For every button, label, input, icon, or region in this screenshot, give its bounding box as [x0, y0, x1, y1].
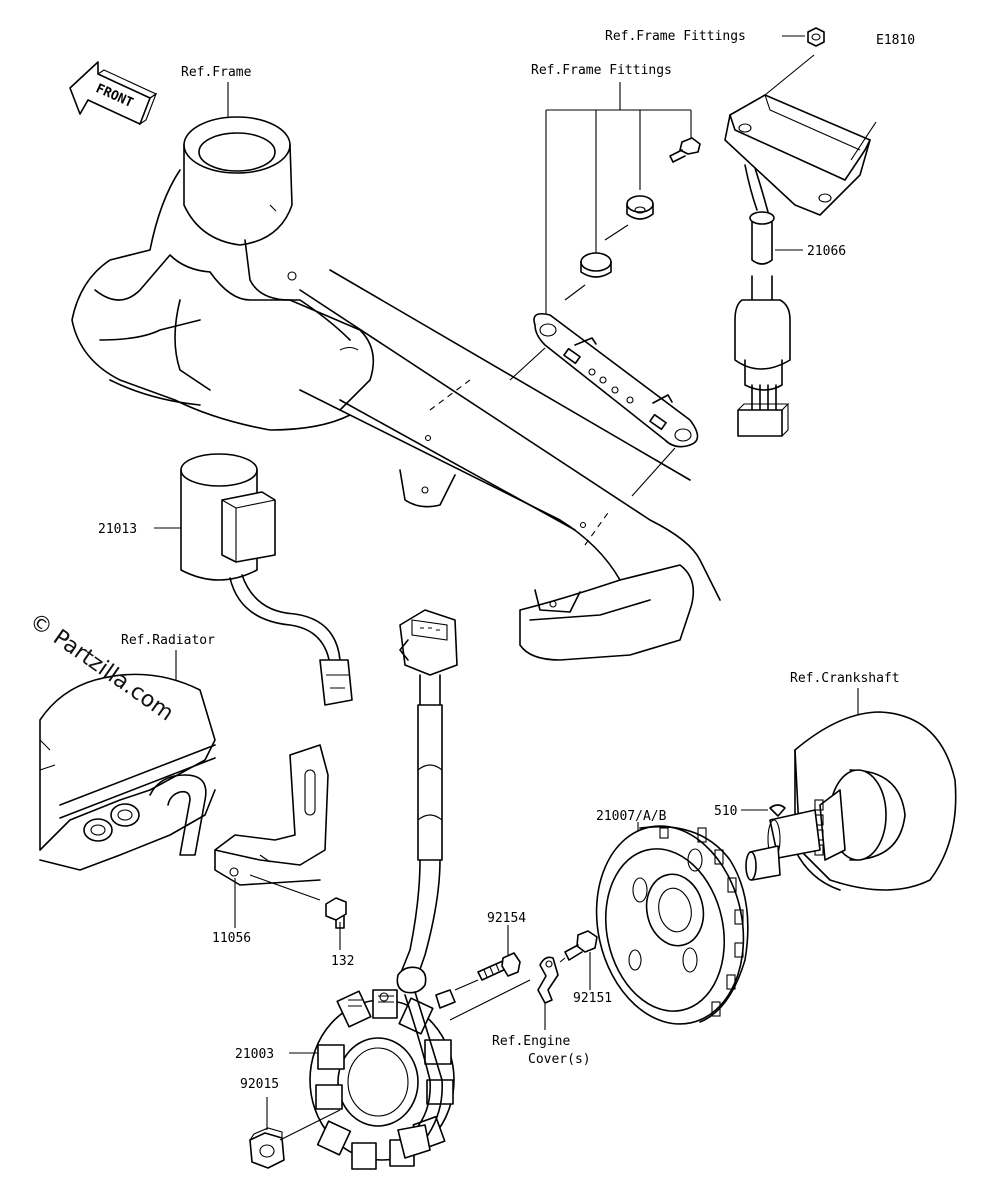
- clamp-icon: [537, 956, 559, 1004]
- mounting-bracket: [533, 312, 699, 448]
- part-21013-label: 21013: [98, 522, 137, 537]
- part-11056-label: 11056: [212, 931, 251, 946]
- sensor-21013: [180, 453, 353, 706]
- flywheel-21007: [595, 825, 749, 1025]
- diagram-id: E1810: [876, 33, 915, 48]
- collar-icon: [626, 195, 654, 220]
- part-21003-label: 21003: [235, 1047, 274, 1062]
- ref-frame-label: Ref.Frame: [181, 65, 252, 80]
- regulator-rectifier: [724, 54, 877, 437]
- part-92015-label: 92015: [240, 1077, 279, 1092]
- crankshaft-drawing: [745, 711, 957, 891]
- stator-harness: [399, 609, 458, 976]
- frame-drawing: [71, 116, 721, 661]
- woodruff-key-icon: [769, 804, 786, 817]
- nut-92015-icon: [249, 1127, 285, 1169]
- bolt-132-icon: [325, 897, 347, 929]
- ref-crankshaft-label: Ref.Crankshaft: [790, 671, 900, 686]
- watermark: © Partzilla.com: [25, 608, 178, 726]
- part-510-label: 510: [714, 804, 737, 819]
- part-92151-label: 92151: [573, 991, 612, 1006]
- part-21007-label: 21007/A/B: [596, 809, 667, 824]
- ref-frame-fittings-top-label: Ref.Frame Fittings: [605, 29, 746, 44]
- part-92154-label: 92154: [487, 911, 526, 926]
- radiator-drawing: [39, 673, 216, 871]
- part-132-label: 132: [331, 954, 354, 969]
- stator-21003: [309, 966, 456, 1170]
- bracket-11056: [214, 744, 329, 886]
- nut-icon: [807, 27, 825, 47]
- leader-dash: [584, 509, 611, 546]
- collar-icon: [580, 252, 612, 278]
- part-21066-label: 21066: [807, 244, 846, 259]
- bolt-icon: [669, 137, 701, 163]
- leader-dash: [429, 379, 471, 411]
- ref-radiator-label: Ref.Radiator: [121, 633, 215, 648]
- bolt-92154-icon: [477, 952, 521, 981]
- bolt-92151-icon: [564, 930, 598, 961]
- ref-engine-cover-line2: Cover(s): [528, 1052, 591, 1067]
- ref-frame-fittings-label: Ref.Frame Fittings: [531, 63, 672, 78]
- front-arrow-icon: FRONT: [69, 61, 158, 126]
- ref-engine-cover-line1: Ref.Engine: [492, 1034, 570, 1049]
